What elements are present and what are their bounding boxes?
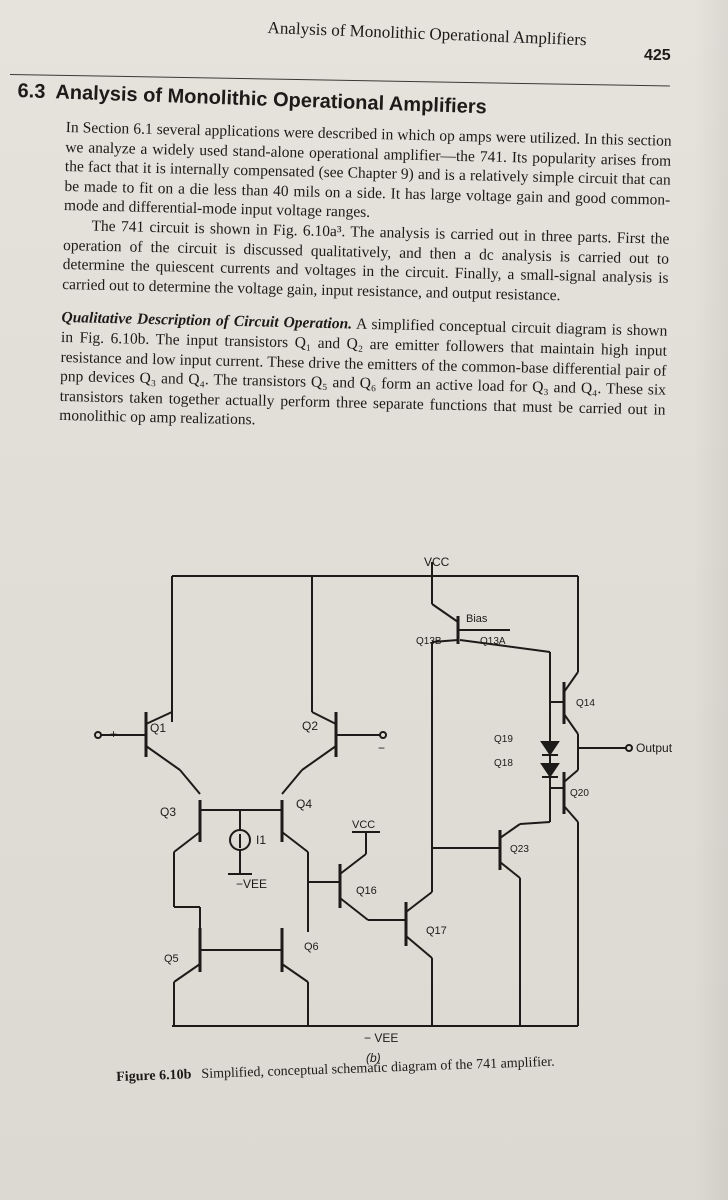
label-q1: Q1 [150,721,166,735]
page-number: 425 [644,47,671,64]
q1-collector [145,711,173,725]
label-vcc-mid: VCC [352,819,375,831]
q2-emitter [301,745,337,771]
label-q14: Q14 [576,698,595,709]
label-bias: Bias [466,613,488,625]
paragraph-3: Qualitative Description of Circuit Opera… [59,308,668,439]
label-minus-input: − [378,741,385,755]
label-q6: Q6 [304,941,319,953]
label-q4: Q4 [296,797,312,811]
q13b-collector [431,639,459,643]
schematic-diagram: VCC Bias Q13B Q13A + − Q1 Q2 Q3 Q4 I1 −V… [94,555,673,1065]
q4-collector [281,831,309,853]
q16-collector [339,853,367,875]
label-q18: Q18 [494,758,513,769]
q23-to-q18-wire [519,821,551,825]
q1-emitter [145,745,181,771]
running-head: Analysis of Monolithic Operational Ampli… [267,18,587,50]
label-output: Output [636,741,673,755]
q18-diode-icon [540,763,560,778]
q4-emitter-wire [281,769,303,795]
q14-collector [563,671,579,693]
label-q2: Q2 [302,719,318,733]
label-q20: Q20 [570,788,589,799]
paragraph-1: In Section 6.1 several applications were… [63,118,672,222]
plus-input-terminal[interactable] [94,731,102,739]
minus-input-terminal[interactable] [379,731,387,739]
label-q13a: Q13A [480,636,506,647]
q20-collector [563,805,579,823]
section-title: Analysis of Monolithic Operational Ampli… [55,81,488,119]
paragraph-3-text: A simplified conceptual circuit diagram … [59,315,668,429]
q16-emitter [339,897,369,921]
label-subfigure: (b) [366,1051,381,1065]
schematic-figure: VCC Bias Q13B Q13A + − Q1 Q2 Q3 Q4 I1 −V… [90,552,690,1072]
q19-diode-icon [540,741,560,756]
q17-collector [405,891,433,913]
page-edge-shadow [694,0,728,1200]
q2-collector [311,711,337,725]
output-terminal[interactable] [625,744,633,752]
label-q23: Q23 [510,844,529,855]
q5-emitter [173,963,201,983]
label-vee-source: −VEE [236,877,267,891]
label-q17: Q17 [426,925,447,937]
q13a-collector [459,639,551,653]
q3-collector [173,831,201,853]
section-heading: 6.3 Analysis of Monolithic Operational Am… [17,80,487,119]
q17-emitter [405,935,433,959]
label-q13b: Q13B [416,636,442,647]
section-number: 6.3 [17,80,46,103]
q23-collector [499,861,521,879]
paragraph-2: The 741 circuit is shown in Fig. 6.10a³.… [62,217,670,305]
body-text: In Section 6.1 several applications were… [59,118,672,440]
label-i1: I1 [256,833,266,847]
q13b-emitter [431,603,459,623]
label-q19: Q19 [494,734,513,745]
q23-emitter [499,823,521,839]
label-q5: Q5 [164,953,179,965]
label-vee-bottom: − VEE [364,1031,398,1045]
label-vcc-top: VCC [424,555,450,569]
label-plus-input: + [110,727,117,741]
q20-emitter [563,769,579,783]
q14-emitter [563,713,579,735]
q6-emitter [281,963,309,983]
caption-label: Figure 6.10b [116,1067,192,1085]
q3-emitter-wire [179,769,201,795]
label-q3: Q3 [160,805,176,819]
label-q16: Q16 [356,885,377,897]
